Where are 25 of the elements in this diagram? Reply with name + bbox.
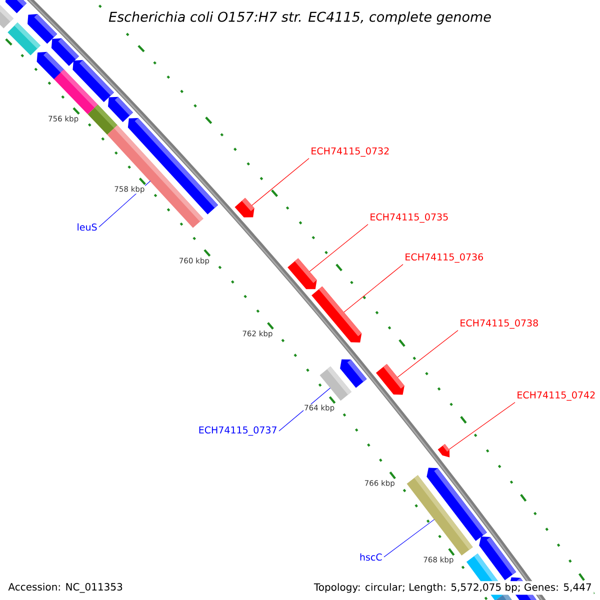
leader-line [384,519,435,558]
gene-feature [107,125,204,228]
gene-label: hscC [360,553,382,561]
footer-text: Topology: circular; Length: 5,572,075 bp; Genes: 5,447 [312,581,594,595]
title: Escherichia coli O157:H7 str. EC4115, complete genome [106,9,494,27]
gene-feature [376,364,404,395]
gene-feature [312,286,362,342]
gene-label: ECH74115_0735 [370,213,448,223]
gene-feature [288,258,317,290]
gene-feature [406,475,473,556]
gene-label: ECH74115_0738 [460,319,538,329]
gene-label: leuS [78,223,97,231]
gene-feature [438,444,450,458]
leader-line [397,330,458,378]
gene-label: ECH74115_0737 [199,426,276,436]
leader-line [448,402,516,450]
leader-line [252,158,310,206]
gene-feature [234,198,254,218]
leader-line [309,224,368,272]
gene-feature [320,366,352,401]
gene-label: ECH74115_0736 [406,253,483,263]
gene-label: ECH74115_0742 [518,391,595,401]
leader-line [344,264,404,312]
footer-text: Accession: NC_011353 [6,580,125,595]
gene-label: ECH74115_0732 [312,147,389,157]
